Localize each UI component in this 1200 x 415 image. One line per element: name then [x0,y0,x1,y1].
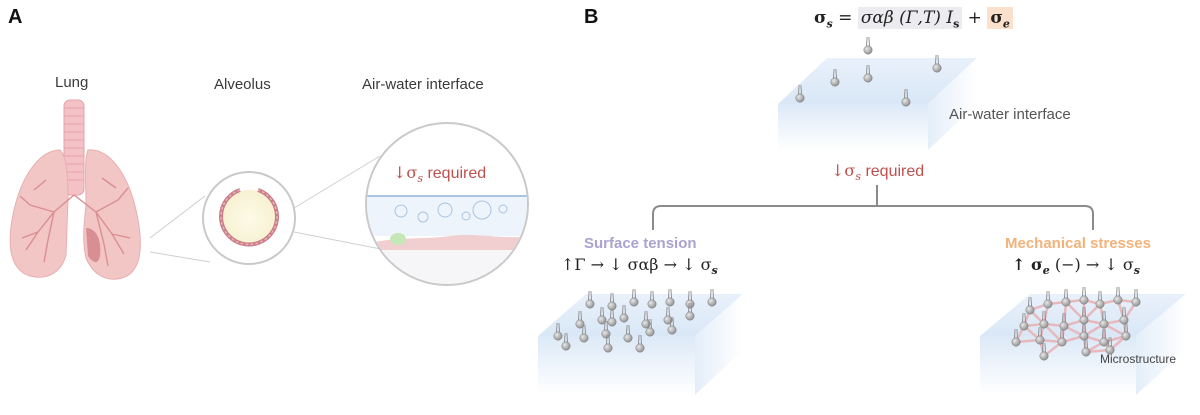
mech-expr-a: ↑ σ [1012,255,1043,274]
alveolus-illustration [202,171,296,265]
surfactant-molecule [863,36,873,55]
alveolus-label: Alveolus [214,76,271,93]
stress-equation: σs = σαβ (Γ,T) Is + σe [814,7,1013,31]
surfactant-molecule [1095,290,1105,309]
interface-zoom-circle [365,122,529,286]
surfactant-molecule [579,324,589,343]
surfactant-molecule [1121,322,1131,341]
surfactant-molecule [553,322,563,341]
surface-tension-title: Surface tension [584,235,697,252]
surfactant-molecule [1019,312,1029,331]
surfactant-molecule [635,334,645,353]
lung-illustration [9,99,141,280]
eq-rhs-sigma: σ [990,8,1003,28]
eq-surface-term: σαβ (Γ,T) Is [857,7,963,31]
required-text-b: ↓σs required [831,161,924,183]
eq-plus: + [967,8,982,28]
eq-lhs-sigma: σ [814,8,827,28]
surfactant-molecule [1119,306,1129,325]
surfactant-molecule [641,310,651,329]
surfactant-molecule [1043,290,1053,309]
surfactant-molecule [1105,336,1115,355]
surfactant-molecule [667,316,677,335]
surfactant-molecule [1035,326,1045,345]
surfactant-molecule [932,54,942,73]
surfactant-molecule [901,88,911,107]
mech-expr-a-sub: e [1042,264,1050,278]
surface-tension-expression: ↑Γ → ↓ σαβ → ↓ σs [561,255,718,277]
eq-equals: = [838,8,853,28]
branch-connector [652,185,1094,230]
surfactant-molecule [607,308,617,327]
network-surfactant-molecules [1011,286,1141,361]
surface-tension-expr-sub: s [711,264,718,278]
surfactant-molecule [629,288,639,307]
mechanical-stresses-expression: ↑ σe (−) → ↓ σs [1012,255,1140,277]
eq-lhs-sub: s [826,17,833,31]
eq-rhs-sub: e [1002,17,1010,31]
surfactant-molecule [1079,286,1089,305]
microstructure-label: Microstructure [1100,352,1177,366]
interface-label-b: Air-water interface [949,106,1071,123]
surfactant-molecule [647,290,657,309]
surfactant-molecule [830,68,840,87]
surfactant-molecule [1099,328,1109,347]
dense-surfactant-molecules [553,288,717,353]
surfactant-molecule [1113,286,1123,305]
surfactant-molecule [663,306,673,325]
surfactant-molecule [645,318,655,337]
surfactant-molecule [1061,288,1071,307]
top-interface-slab [778,58,977,150]
surfactant-molecule [603,334,613,353]
surfactant-molecule [1039,310,1049,329]
sigma-symbol-b: ↓σ [831,161,856,180]
surfactant-molecule [607,292,617,311]
surfactant-molecule [1079,306,1089,325]
sigma-subscript-a: s [417,172,423,186]
mechanical-stresses-title: Mechanical stresses [1005,235,1151,252]
lung-label: Lung [55,74,89,91]
surfactant-molecule [685,302,695,321]
required-word-a: required [427,165,487,182]
required-text-a: ↓σs required [393,163,486,185]
sigma-symbol-a: ↓σ [393,163,418,182]
top-surfactant-molecules [795,36,942,107]
mech-expr-b-sub: s [1133,264,1140,278]
sigma-subscript-b: s [855,170,861,184]
surfactant-molecule [795,84,805,103]
surfactant-molecule [601,320,611,339]
surfactant-molecule [1099,310,1109,329]
surfactant-molecule [685,290,695,309]
surface-tension-expr-text: ↑Γ → ↓ σαβ → ↓ σ [561,255,712,274]
surfactant-molecule [585,290,595,309]
eq-mid-term: σαβ (Γ,T) I [860,8,954,28]
surfactant-molecule [1131,288,1141,307]
surfactant-molecule [1025,296,1035,315]
surfactant-molecule [619,304,629,323]
interface-label-a: Air-water interface [362,76,484,93]
surfactant-molecule [665,288,675,307]
mech-expr-b: (−) → ↓ σ [1049,255,1134,274]
surfactant-molecule [561,332,571,351]
surfactant-molecule [1081,338,1091,357]
surfactant-molecule [597,306,607,325]
panel-a-letter: A [8,6,23,28]
eq-mid-sub: s [953,17,960,31]
surfactant-molecule [707,288,717,307]
surfactant-molecule [1011,328,1021,347]
surfactant-molecule [1059,312,1069,331]
surfactant-molecule [1079,322,1089,341]
surfactant-molecule [1057,328,1067,347]
surfactant-molecule [863,64,873,83]
eq-elastic-term: σe [987,7,1013,31]
surfactant-molecule [575,310,585,329]
required-word-b: required [865,163,925,180]
surfactant-molecule [623,324,633,343]
surfactant-molecule [1039,342,1049,361]
panel-b-letter: B [584,6,599,28]
